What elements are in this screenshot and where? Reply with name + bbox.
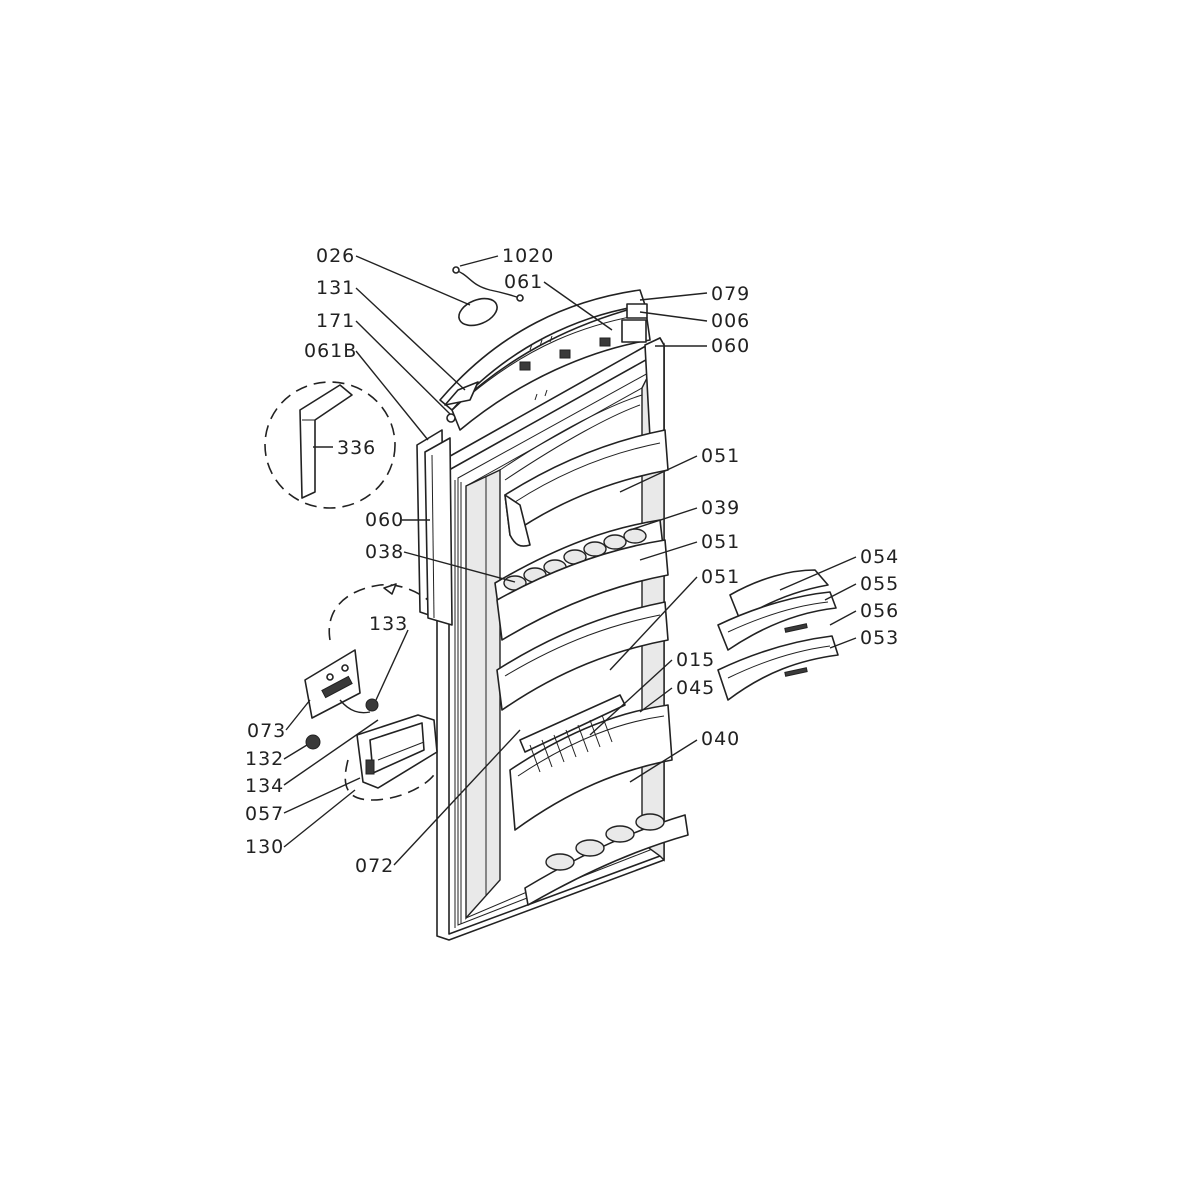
label-051-middle: 051 [701,531,740,553]
label-054: 054 [860,546,899,568]
label-055: 055 [860,573,899,595]
control-module [304,583,438,801]
label-040: 040 [701,728,740,750]
detached-shelf-set [717,569,839,701]
door-shelves [494,429,689,906]
label-134: 134 [245,775,284,797]
callout-labels: 026 1020 131 061 079 171 006 061B 060 33… [245,245,899,877]
label-131: 131 [316,277,355,299]
top-cap-assembly [439,266,651,431]
leader-lines [283,255,857,866]
label-045: 045 [676,677,715,699]
label-132: 132 [245,748,284,770]
label-1020: 1020 [502,245,554,267]
label-053: 053 [860,627,899,649]
label-061b: 061B [304,340,357,362]
label-039: 039 [701,497,740,519]
label-051-top: 051 [701,445,740,467]
label-057: 057 [245,803,284,825]
label-006: 006 [711,310,750,332]
label-060-right: 060 [711,335,750,357]
label-079: 079 [711,283,750,305]
label-061: 061 [504,271,543,293]
side-strips [416,337,665,626]
seal-detail-336 [264,381,396,509]
label-051-lower: 051 [701,566,740,588]
label-072: 072 [355,855,394,877]
label-015: 015 [676,649,715,671]
label-171: 171 [316,310,355,332]
label-026: 026 [316,245,355,267]
label-060-left: 060 [365,509,404,531]
label-038: 038 [365,541,404,563]
label-073: 073 [247,720,286,742]
label-336: 336 [337,437,376,459]
label-133: 133 [369,613,408,635]
label-130: 130 [245,836,284,858]
label-056: 056 [860,600,899,622]
